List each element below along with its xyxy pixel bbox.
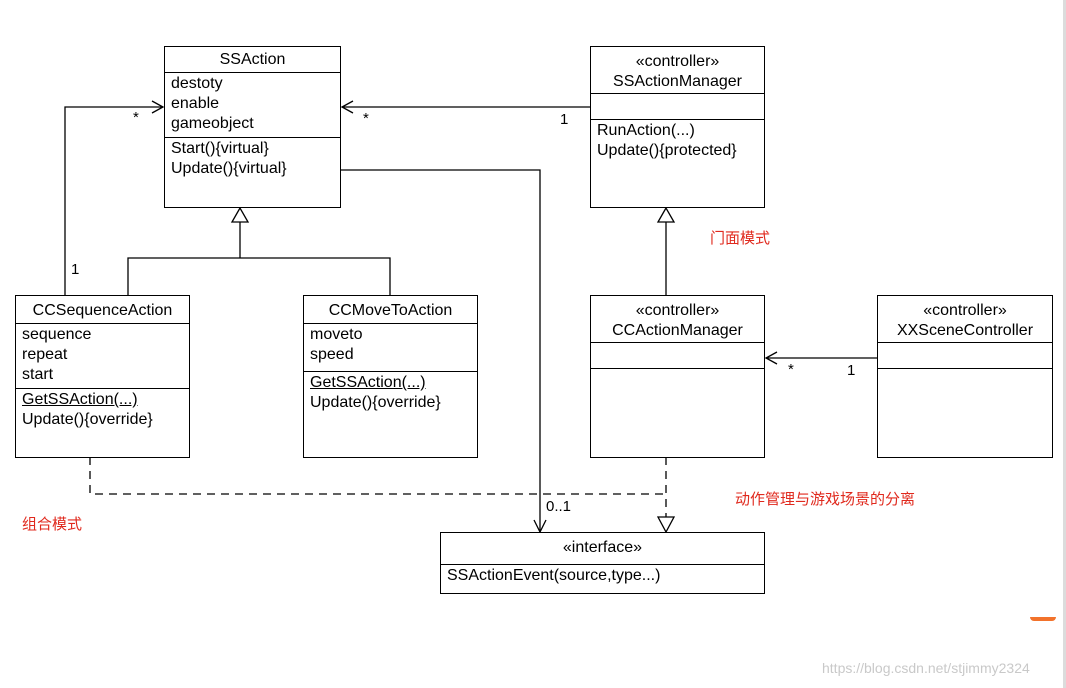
ccmovetoaction-name: CCMoveToAction (328, 302, 453, 319)
xxscenecontroller-methods (878, 368, 1052, 428)
ccmovetoaction-class: CCMoveToAction moveto speed GetSSAction(… (303, 295, 478, 458)
ssactionmanager-attributes (591, 93, 764, 119)
page-edge (1063, 0, 1066, 688)
ssactionmanager-class: «controller» SSActionManager RunAction(.… (590, 46, 765, 208)
ssactionevent-interface: «interface» SSActionEvent(source,type...… (440, 532, 765, 594)
ssaction-name: SSAction (219, 51, 286, 68)
method: RunAction(...) (597, 122, 695, 139)
ssaction-attributes: destoty enable gameobject (165, 72, 340, 137)
ccmovetoaction-attributes: moveto speed (304, 323, 477, 371)
ssaction-generalization-triangle (230, 206, 250, 223)
attribute: repeat (22, 346, 68, 363)
multiplicity-label: 1 (560, 111, 569, 128)
ssactionevent-methods: SSActionEvent(source,type...) (441, 564, 764, 589)
facade-pattern-note: 门面模式 (710, 229, 771, 247)
method: Update(){protected} (597, 142, 737, 159)
xxscenecontroller-attributes (878, 342, 1052, 368)
method: Update(){virtual} (171, 160, 287, 177)
ccactionmanager-attributes (591, 342, 764, 368)
ssaction-methods: Start(){virtual} Update(){virtual} (165, 137, 340, 182)
interface-realization-triangle (656, 516, 676, 534)
sequence-arrowhead (151, 100, 165, 114)
xxscenecontroller-class: «controller» XXSceneController (877, 295, 1053, 458)
ssaction-to-interface-association (340, 169, 541, 532)
ccsequenceaction-name: CCSequenceAction (32, 302, 173, 319)
sequence-to-ssaction-association (64, 106, 163, 295)
scene-arrowhead (764, 351, 778, 365)
static-method: GetSSAction(...) (22, 391, 138, 408)
xxscenecontroller-stereotype: «controller» (923, 302, 1007, 319)
ssactionevent-stereotype: «interface» (562, 539, 643, 556)
method: Start(){virtual} (171, 140, 269, 157)
composite-pattern-note: 组合模式 (22, 515, 83, 533)
ssactionmanager-methods: RunAction(...) Update(){protected} (591, 119, 764, 164)
ssactionmanager-stereotype: «controller» (635, 53, 720, 70)
ccsequenceaction-attributes: sequence repeat start (16, 323, 189, 388)
corner-blip (1030, 617, 1056, 621)
multiplicity-label: 1 (847, 362, 856, 379)
watermark: https://blog.csdn.net/stjimmy2324 (822, 660, 1030, 676)
method: Update(){override} (22, 411, 153, 428)
multiplicity-label: * (788, 361, 794, 378)
sequence-realization-dashed (89, 457, 666, 495)
multiplicity-label: * (133, 109, 139, 126)
ssaction-class: SSAction destoty enable gameobject Start… (164, 46, 341, 208)
multiplicity-label: 0..1 (546, 498, 572, 515)
ccsequenceaction-methods: GetSSAction(...) Update(){override} (16, 388, 189, 433)
ccmovetoaction-methods: GetSSAction(...) Update(){override} (304, 371, 477, 416)
attribute: start (22, 366, 54, 383)
attribute: destoty (171, 75, 223, 92)
manager-arrowhead (340, 100, 354, 114)
attribute: enable (171, 95, 220, 112)
method: SSActionEvent(source,type...) (447, 567, 661, 584)
method: Update(){override} (310, 394, 441, 411)
ssactionmanager-name: SSActionManager (613, 73, 742, 90)
separation-note: 动作管理与游戏场景的分离 (735, 490, 916, 508)
static-method: GetSSAction(...) (310, 374, 426, 391)
attribute: sequence (22, 326, 92, 343)
ssactionmanager-generalization-triangle (656, 206, 676, 223)
attribute: gameobject (171, 115, 254, 132)
ccactionmanager-stereotype: «controller» (635, 302, 720, 319)
sequence-inheritance-branch (127, 257, 391, 295)
ccsequenceaction-class: CCSequenceAction sequence repeat start G… (15, 295, 190, 458)
attribute: speed (310, 346, 354, 363)
ccactionmanager-methods (591, 368, 764, 428)
ccactionmanager-name: CCActionManager (612, 322, 743, 339)
multiplicity-label: * (363, 110, 369, 127)
attribute: moveto (310, 326, 363, 343)
ccactionmanager-class: «controller» CCActionManager (590, 295, 765, 458)
xxscenecontroller-name: XXSceneController (896, 322, 1034, 339)
multiplicity-label: 1 (71, 261, 80, 278)
